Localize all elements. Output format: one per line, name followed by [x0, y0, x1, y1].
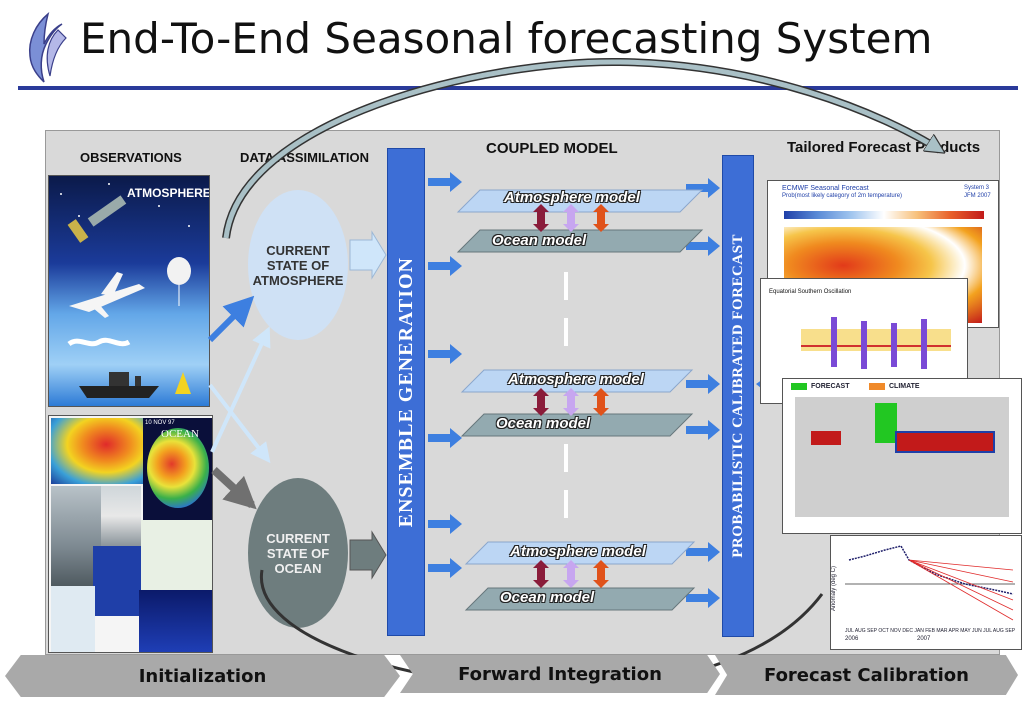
ecmwf-logo-icon	[28, 11, 67, 83]
atmos-to-ocean-arrow	[208, 383, 271, 464]
coupling-arrows	[533, 204, 609, 588]
header-rule	[18, 86, 1018, 90]
anomaly-year-2007: 2007	[917, 636, 931, 642]
observations-header: OBSERVATIONS	[80, 150, 182, 165]
anomaly-month-labels: JUL AUG SEP OCT NOV DEC JAN FEB MAR APR …	[845, 628, 1016, 634]
ocean-to-ensemble-arrow	[349, 530, 387, 580]
tab-initialization-label: Initialization	[138, 665, 267, 687]
tab-forecast-calibration-label: Forecast Calibration	[764, 664, 969, 686]
ensemble-generation-bar: ENSEMBLE GENERATION	[387, 148, 425, 636]
float-track-map-image	[141, 520, 212, 590]
ocean-model-label-1: Ocean model	[492, 232, 587, 249]
coupled-model-header: COUPLED MODEL	[486, 140, 618, 157]
tab-initialization[interactable]: Initialization	[5, 655, 400, 697]
tab-forecast-calibration[interactable]: Forecast Calibration	[715, 655, 1018, 695]
ocean-observations-collage: 10 NOV 97 OCEAN	[48, 415, 213, 653]
ocean-date: 10 NOV 97	[145, 420, 175, 426]
atmos-to-atmos-arrow	[207, 295, 255, 343]
plume-product-title: Equatorial Southern Oscillation	[769, 289, 852, 295]
coast-map-image	[51, 586, 95, 652]
atmosphere-state-bubble: CURRENT STATE OF ATMOSPHERE	[248, 190, 348, 340]
anomaly-year-2006: 2006	[845, 636, 859, 642]
calibrated-forecast-bar: PROBABILISTIC CALIBRATED FORECAST	[722, 155, 754, 637]
legend-climate: CLIMATE	[889, 383, 920, 390]
map-product-subtitle: Prob(most likely category of 2m temperat…	[782, 193, 903, 199]
atmosphere-label: ATMOSPHERE	[127, 186, 210, 200]
ocean-label: OCEAN	[161, 428, 199, 440]
argo-profile-image	[139, 590, 212, 652]
ocean-model-label-2: Ocean model	[496, 415, 591, 432]
sst-map-image	[51, 418, 143, 484]
ocean-to-atmos-arrow	[210, 326, 271, 453]
map-product-period: JFM 2007	[964, 193, 991, 199]
buoy-photo-image	[51, 486, 101, 586]
observation-platforms-icon	[60, 183, 191, 398]
map-product-system: System 3	[964, 185, 990, 191]
page-title: End-To-End Seasonal forecasting System	[80, 14, 933, 63]
legend-forecast: FORECAST	[811, 383, 850, 390]
atmosphere-model-label-2: Atmosphere model	[508, 371, 644, 388]
atmosphere-model-label-1: Atmosphere model	[504, 189, 640, 206]
ocean-globe-image: 10 NOV 97 OCEAN	[143, 418, 212, 528]
ocean-model-label-3: Ocean model	[500, 589, 595, 606]
map-product-title: ECMWF Seasonal Forecast	[782, 185, 869, 192]
tab-forward-integration-label: Forward Integration	[458, 663, 662, 685]
atmosphere-observations-image: ATMOSPHERE	[48, 175, 210, 407]
profile-chart-image	[93, 546, 141, 616]
atmos-to-ensemble-arrow	[349, 230, 387, 280]
region-bar-map-product: FORECAST CLIMATE	[782, 378, 1022, 534]
tab-forward-integration[interactable]: Forward Integration	[400, 655, 720, 693]
atmosphere-model-label-3: Atmosphere model	[510, 543, 646, 560]
anomaly-plume-product: Anomaly (deg C) JUL AUG SEP OCT NOV DEC …	[830, 535, 1022, 650]
ocean-to-ocean-arrow	[211, 467, 257, 510]
research-ship-image	[101, 486, 141, 546]
ocean-state-bubble: CURRENT STATE OF OCEAN	[248, 478, 348, 628]
